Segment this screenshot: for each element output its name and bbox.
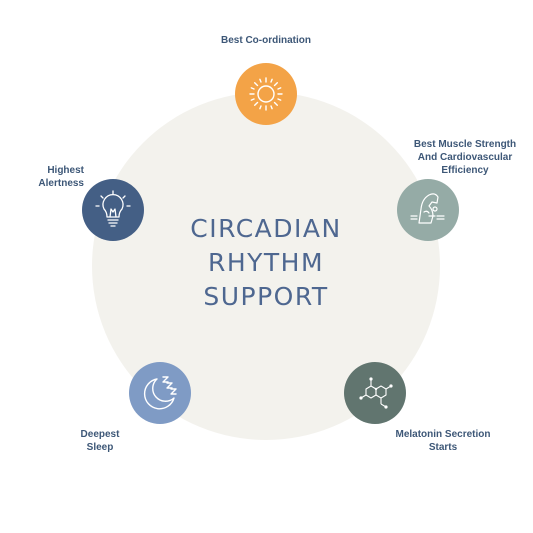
node-deepest-sleep xyxy=(129,362,191,424)
node-highest-alertness xyxy=(82,179,144,241)
label-highest-alertness: Highest Alertness xyxy=(38,165,84,189)
sun-icon xyxy=(249,77,283,111)
node-melatonin-secretion xyxy=(344,362,406,424)
title-line-2: RHYTHM xyxy=(207,248,325,277)
label-deepest-sleep: Deepest Sleep xyxy=(80,429,120,453)
title-line-3: SUPPORT xyxy=(203,282,329,311)
node-best-muscle-strength xyxy=(397,179,459,241)
molecule-icon xyxy=(359,377,393,409)
moon-sleep-icon xyxy=(143,376,177,410)
label-best-muscle-strength: Best Muscle Strength And Cardiovascular … xyxy=(413,139,517,176)
lightbulb-icon xyxy=(95,190,131,227)
diagram-title: CIRCADIAN RHYTHM SUPPORT xyxy=(116,212,416,314)
label-melatonin-secretion: Melatonin Secretion Starts xyxy=(395,429,491,453)
node-best-coordination xyxy=(235,63,297,125)
title-line-1: CIRCADIAN xyxy=(190,214,342,243)
muscle-arm-icon xyxy=(410,193,445,224)
label-best-coordination: Best Co-ordination xyxy=(221,35,311,46)
